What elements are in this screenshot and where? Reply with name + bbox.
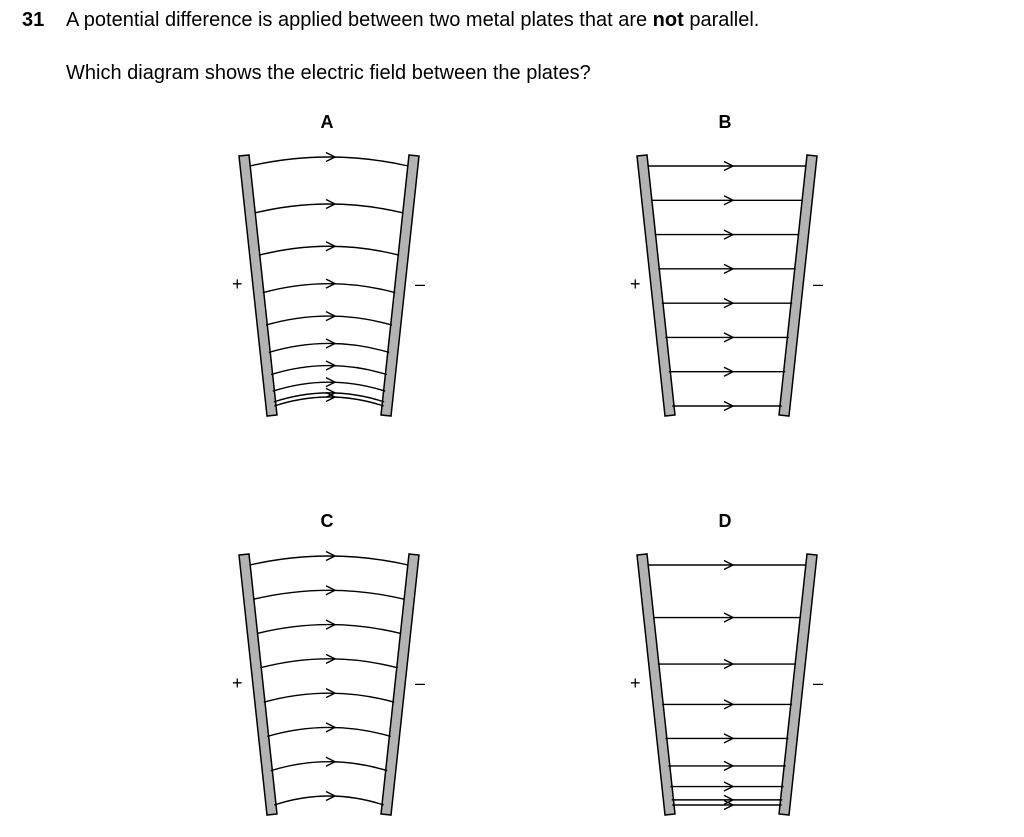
field-arrow-icon — [325, 391, 337, 403]
negative-plate — [778, 154, 818, 417]
field-arrow-icon — [723, 612, 735, 623]
diagram-d-label: D — [718, 511, 732, 531]
positive-plate — [238, 553, 278, 816]
field-arrow-icon — [325, 550, 337, 562]
field-arrow-icon — [325, 338, 337, 349]
field-line — [253, 589, 405, 600]
field-line — [274, 396, 384, 407]
diagram-c-label: C — [320, 511, 334, 531]
field-arrow-icon — [723, 332, 735, 343]
field-line — [270, 761, 388, 772]
field-arrow-icon — [325, 387, 337, 399]
field-arrow-icon — [325, 360, 337, 371]
field-arrow-icon — [325, 756, 337, 767]
diagram-d: D + – — [630, 507, 875, 837]
question-text: A potential difference is applied betwee… — [66, 9, 759, 32]
diagram-a: A + – — [232, 108, 477, 438]
positive-plate — [636, 553, 676, 816]
diagram-a-figure — [238, 151, 420, 417]
field-line — [254, 203, 404, 214]
field-arrow-icon — [723, 799, 735, 811]
field-arrow-icon — [325, 585, 337, 596]
field-arrow-icon — [723, 733, 735, 744]
field-arrow-icon — [723, 263, 735, 274]
field-arrow-icon — [723, 559, 735, 571]
field-line — [272, 381, 386, 392]
field-arrow-icon — [325, 377, 337, 388]
field-arrow-icon — [325, 278, 337, 289]
field-line — [262, 282, 396, 294]
diagram-c: C + – — [232, 507, 477, 837]
diagram-a-label: A — [320, 112, 334, 132]
negative-plate — [380, 154, 420, 417]
field-line — [258, 245, 400, 256]
field-line — [249, 156, 409, 167]
field-arrow-icon — [325, 688, 337, 699]
question-prompt: Which diagram shows the electric field b… — [66, 62, 591, 84]
diagram-d-negative-sign: – — [813, 673, 824, 693]
diagram-b-figure — [636, 154, 818, 417]
field-line — [249, 555, 409, 566]
field-arrow-icon — [723, 298, 735, 309]
field-arrow-icon — [723, 400, 735, 412]
field-arrow-icon — [325, 310, 337, 322]
field-arrow-icon — [325, 653, 337, 664]
field-arrow-icon — [325, 198, 337, 210]
diagram-d-figure — [636, 553, 818, 816]
question-number: 31 — [22, 9, 45, 31]
diagram-b: B + – — [630, 108, 875, 438]
field-arrow-icon — [723, 699, 735, 710]
field-line — [260, 658, 398, 669]
field-arrow-icon — [325, 619, 337, 630]
question-text-emphasis: not — [652, 9, 684, 31]
field-line — [274, 795, 384, 806]
diagram-c-figure — [238, 550, 420, 816]
diagram-a-negative-sign: – — [415, 274, 426, 294]
field-arrow-icon — [325, 790, 337, 802]
positive-plate — [636, 154, 676, 417]
field-arrow-icon — [723, 760, 735, 772]
negative-plate — [380, 553, 420, 816]
question-text-end: parallel. — [683, 9, 760, 31]
diagram-d-positive-sign: + — [630, 673, 641, 693]
diagram-c-negative-sign: – — [415, 673, 426, 693]
field-line — [267, 726, 391, 738]
field-arrow-icon — [723, 781, 735, 792]
question-text-start: A potential difference is applied betwee… — [66, 9, 653, 31]
diagram-b-negative-sign: – — [813, 274, 824, 294]
field-arrow-icon — [325, 151, 337, 163]
field-line — [256, 623, 402, 635]
diagram-b-positive-sign: + — [630, 274, 641, 294]
field-line — [270, 364, 388, 376]
field-arrow-icon — [723, 160, 735, 172]
positive-plate — [238, 154, 278, 417]
negative-plate — [778, 553, 818, 816]
field-line — [265, 315, 393, 326]
diagram-c-positive-sign: + — [232, 673, 243, 693]
field-arrow-icon — [325, 722, 337, 733]
field-arrow-icon — [723, 366, 735, 377]
field-line — [263, 692, 395, 703]
field-line — [268, 342, 390, 354]
field-arrow-icon — [723, 195, 735, 206]
diagram-b-label: B — [718, 112, 732, 132]
field-line — [273, 392, 385, 403]
field-arrow-icon — [723, 794, 735, 806]
field-arrow-icon — [723, 658, 735, 670]
field-arrow-icon — [723, 229, 735, 240]
field-arrow-icon — [325, 241, 337, 252]
diagram-a-positive-sign: + — [232, 274, 243, 294]
